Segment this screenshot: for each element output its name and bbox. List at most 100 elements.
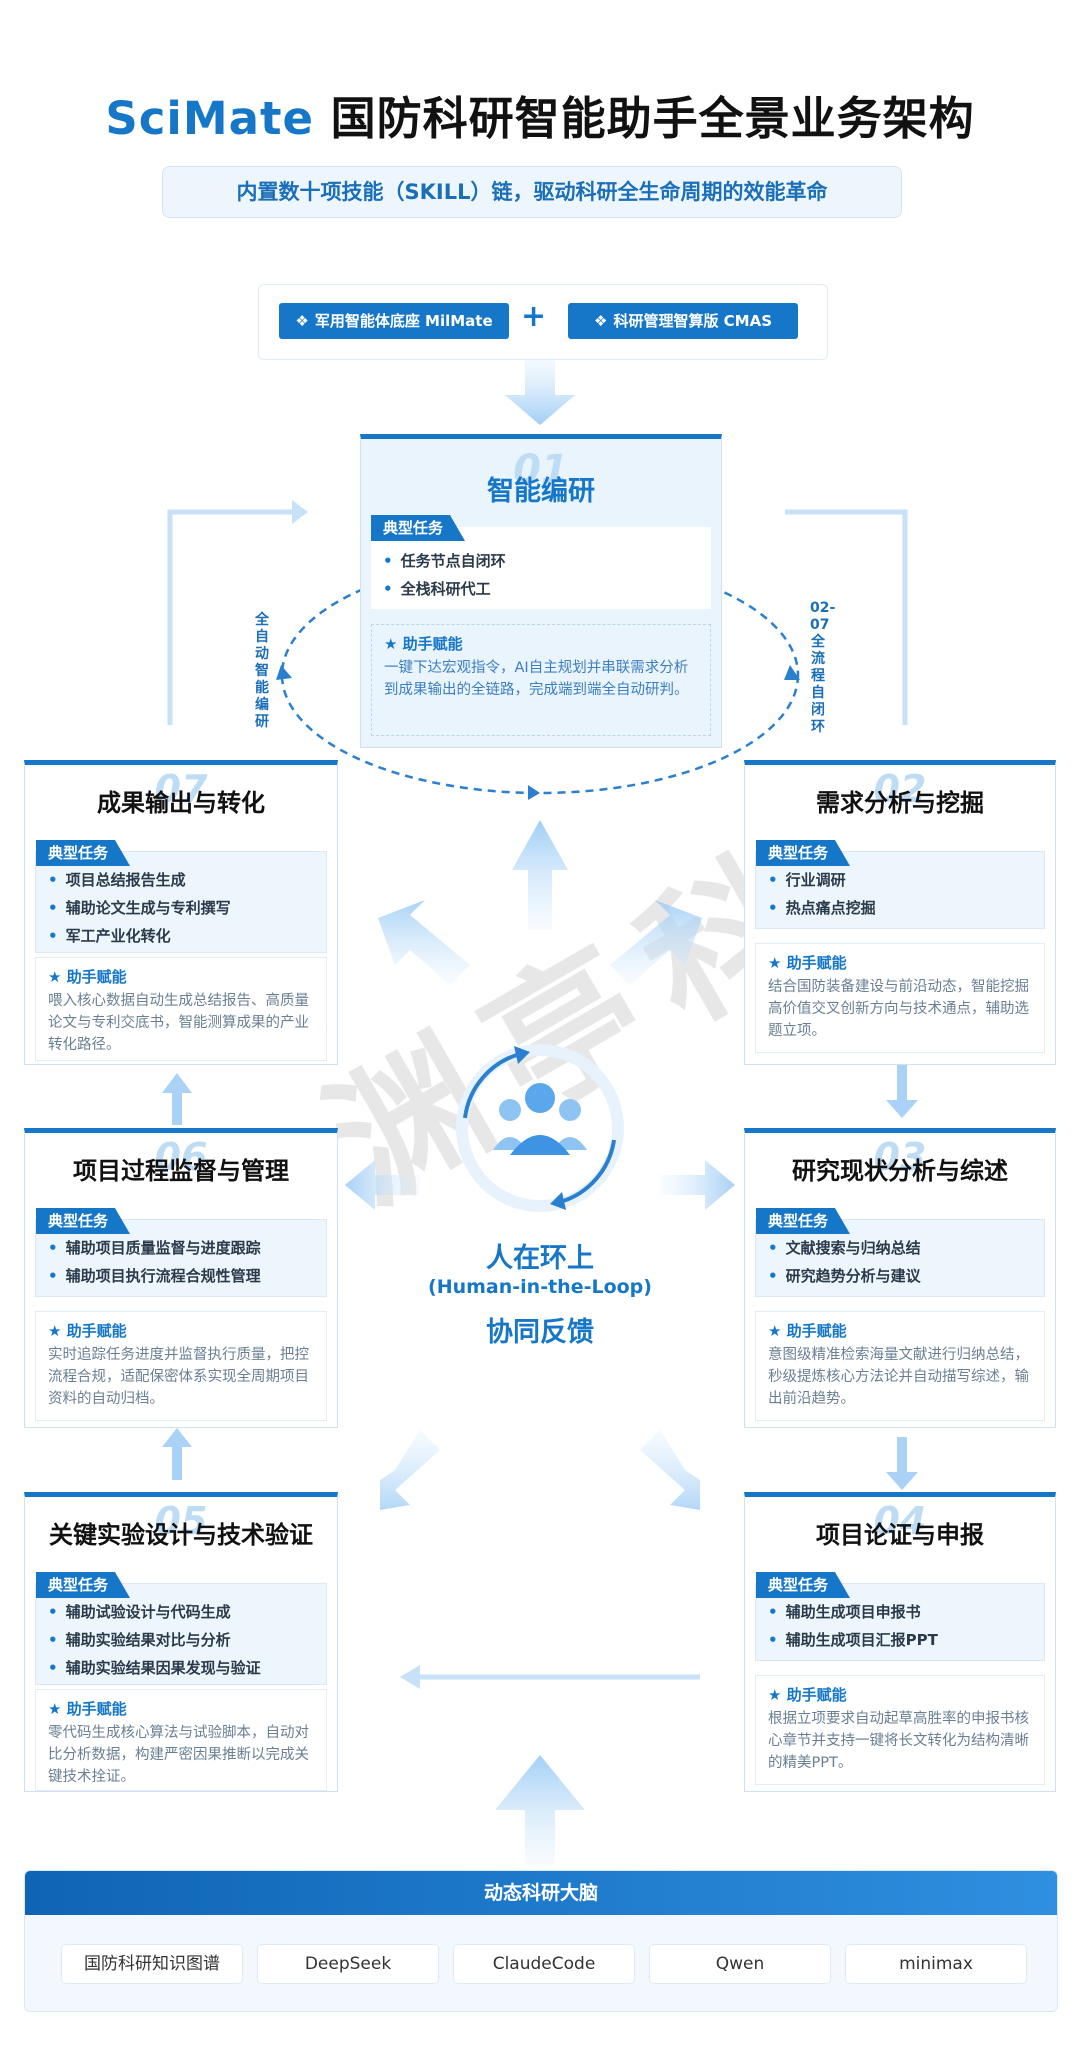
hub-arrow-ll [380, 1430, 440, 1510]
assist-title: ★ 助手赋能 [48, 1700, 127, 1718]
card-title: 项目论证与申报 [816, 1521, 984, 1549]
plus-sign: + [521, 299, 547, 334]
task-list: 辅助生成项目申报书 辅助生成项目汇报PPT [768, 1598, 938, 1654]
page-title: SciMate 国防科研智能助手全景业务架构 [0, 82, 1080, 147]
task-box: 典型任务 项目总结报告生成 辅助论文生成与专利撰写 军工产业化转化 [35, 840, 327, 953]
task-item: 全栈科研代工 [383, 575, 506, 603]
hub-arrow-ur [610, 900, 702, 985]
task-box: 典型任务 文献搜索与归纳总结 研究趋势分析与建议 [755, 1208, 1045, 1297]
hub-arrow-lr [640, 1430, 700, 1510]
task-tag: 典型任务 [36, 1208, 131, 1234]
task-item: 文献搜索与归纳总结 [768, 1234, 921, 1262]
card-number: 05 [154, 1499, 208, 1543]
card-number: 01 [513, 447, 569, 493]
platform-down-arrow [505, 360, 575, 425]
task-list: 任务节点自闭环 全栈科研代工 [383, 547, 506, 603]
hub-line-3: 协同反馈 [486, 1317, 594, 1348]
model-deepseek[interactable]: DeepSeek [257, 1944, 439, 1984]
dynamic-brain-panel: 动态科研大脑 国防科研知识图谱 DeepSeek ClaudeCode Qwen… [24, 1870, 1058, 2012]
task-list: 行业调研 热点痛点挖掘 [768, 866, 876, 922]
task-list: 辅助项目质量监督与进度跟踪 辅助项目执行流程合规性管理 [48, 1234, 261, 1290]
task-item: 军工产业化转化 [48, 922, 231, 950]
assist-text: 实时追踪任务进度并监督执行质量，把控流程合规，适配保密体系实现全周期项目资料的自… [48, 1347, 309, 1407]
card-number: 06 [154, 1135, 208, 1179]
task-list: 辅助试验设计与代码生成 辅助实验结果对比与分析 辅助实验结果因果发现与验证 [48, 1598, 261, 1682]
card-title: 研究现状分析与综述 [792, 1157, 1008, 1185]
assist-title: ★ 助手赋能 [48, 1322, 127, 1340]
assist-box: ★ 助手赋能 一键下达宏观指令，AI自主规划并串联需求分析到成果输出的全链路，完… [371, 624, 711, 736]
assist-text: 根据立项要求自动起草高胜率的申报书核心章节并支持一键将长文转化为结构清晰的精美P… [768, 1711, 1029, 1771]
hub-arrow-left [345, 1160, 420, 1210]
left-loop-label: 全自动智能编研 [255, 612, 269, 730]
task-item: 辅助项目质量监督与进度跟踪 [48, 1234, 261, 1262]
model-knowledge-graph[interactable]: 国防科研知识图谱 [61, 1944, 243, 1984]
card-05: 05 关键实验设计与技术验证 典型任务 辅助试验设计与代码生成 辅助实验结果对比… [24, 1492, 338, 1792]
card-06: 06 项目过程监督与管理 典型任务 辅助项目质量监督与进度跟踪 辅助项目执行流程… [24, 1128, 338, 1428]
task-box: 典型任务 行业调研 热点痛点挖掘 [755, 840, 1045, 929]
card-03: 03 研究现状分析与综述 典型任务 文献搜索与归纳总结 研究趋势分析与建议 ★ … [744, 1128, 1056, 1428]
task-item: 辅助试验设计与代码生成 [48, 1598, 261, 1626]
arrow-06-07 [162, 1073, 192, 1125]
card-number: 07 [154, 767, 208, 811]
hub-ring-outer [456, 1044, 624, 1212]
assist-text: 意图级精准检索海量文献进行归纳总结，秒级提炼核心方法论并自动描写综述，输出前沿趋… [768, 1347, 1029, 1407]
arrow-03-04 [886, 1437, 918, 1490]
task-list: 文献搜索与归纳总结 研究趋势分析与建议 [768, 1234, 921, 1290]
arrow-02-03 [886, 1065, 918, 1118]
brain-title: 动态科研大脑 [25, 1871, 1057, 1915]
card-number: 02 [873, 767, 927, 811]
model-claudecode[interactable]: ClaudeCode [453, 1944, 635, 1984]
task-item: 辅助论文生成与专利撰写 [48, 894, 231, 922]
milmate-pill: ❖军用智能体底座 MilMate [279, 303, 509, 339]
assist-title: ★ 助手赋能 [384, 635, 463, 653]
model-qwen[interactable]: Qwen [649, 1944, 831, 1984]
hub-arrow-right [660, 1160, 735, 1210]
left-loop-bracket [167, 509, 292, 725]
assist-title: ★ 助手赋能 [768, 1686, 847, 1704]
brand-name: SciMate [105, 92, 314, 145]
task-tag: 典型任务 [756, 1572, 851, 1598]
assist-box: ★ 助手赋能 实时追踪任务进度并监督执行质量，把控流程合规，适配保密体系实现全周… [35, 1311, 327, 1421]
assist-title: ★ 助手赋能 [768, 1322, 847, 1340]
task-item: 研究趋势分析与建议 [768, 1262, 921, 1290]
task-item: 辅助生成项目申报书 [768, 1598, 938, 1626]
platform-box: ❖军用智能体底座 MilMate + ❖科研管理智算版 CMAS [258, 284, 828, 360]
task-item: 任务节点自闭环 [383, 547, 506, 575]
title-text: 国防科研智能助手全景业务架构 [330, 92, 975, 145]
arrow-04-05 [400, 1665, 420, 1689]
task-item: 热点痛点挖掘 [768, 894, 876, 922]
card-title: 关键实验设计与技术验证 [49, 1521, 313, 1549]
card-02: 02 需求分析与挖掘 典型任务 行业调研 热点痛点挖掘 ★ 助手赋能 结合国防装… [744, 760, 1056, 1065]
task-item: 辅助实验结果因果发现与验证 [48, 1654, 261, 1682]
card-title: 需求分析与挖掘 [816, 789, 984, 817]
people-icon [493, 1083, 587, 1155]
model-minimax[interactable]: minimax [845, 1944, 1027, 1984]
cmas-pill: ❖科研管理智算版 CMAS [568, 303, 798, 339]
hub-line-2: (Human-in-the-Loop) [428, 1276, 652, 1298]
assist-box: ★ 助手赋能 零代码生成核心算法与试验脚本，自动对比分析数据，构建严密因果推断以… [35, 1689, 327, 1791]
subtitle-banner: 内置数十项技能（SKILL）链，驱动科研全生命周期的效能革命 [162, 166, 902, 218]
hub-arrow-ul [378, 900, 470, 985]
assist-box: ★ 助手赋能 意图级精准检索海量文献进行归纳总结，秒级提炼核心方法论并自动描写综… [755, 1311, 1045, 1421]
task-box: 典型任务 辅助生成项目申报书 辅助生成项目汇报PPT [755, 1572, 1045, 1661]
diamond-icon: ❖ [295, 312, 309, 330]
card-01: 01 智能编研 典型任务 任务节点自闭环 全栈科研代工 ★ 助手赋能 一键下达宏… [360, 434, 722, 748]
card-number: 04 [873, 1499, 927, 1543]
brain-up-arrow [495, 1755, 585, 1865]
task-item: 辅助项目执行流程合规性管理 [48, 1262, 261, 1290]
assist-title: ★ 助手赋能 [48, 968, 127, 986]
assist-text: 结合国防装备建设与前沿动态，智能挖掘高价值交叉创新方向与技术通点，辅助选题立项。 [768, 979, 1029, 1039]
task-tag: 典型任务 [371, 515, 466, 541]
task-tag: 典型任务 [756, 840, 851, 866]
task-box: 典型任务 辅助项目质量监督与进度跟踪 辅助项目执行流程合规性管理 [35, 1208, 327, 1297]
task-box: 典型任务 辅助试验设计与代码生成 辅助实验结果对比与分析 辅助实验结果因果发现与… [35, 1572, 327, 1685]
task-item: 项目总结报告生成 [48, 866, 231, 894]
assist-box: ★ 助手赋能 根据立项要求自动起草高胜率的申报书核心章节并支持一键将长文转化为结… [755, 1675, 1045, 1785]
task-box: 典型任务 任务节点自闭环 全栈科研代工 [371, 515, 711, 609]
right-loop-bracket [785, 509, 908, 725]
arrow-05-06 [162, 1428, 192, 1480]
diamond-icon: ❖ [593, 312, 608, 330]
assist-text: 喂入核心数据自动生成总结报告、高质量论文与专利交底书，智能测算成果的产业转化路径… [48, 993, 309, 1053]
card-title: 项目过程监督与管理 [73, 1157, 289, 1185]
